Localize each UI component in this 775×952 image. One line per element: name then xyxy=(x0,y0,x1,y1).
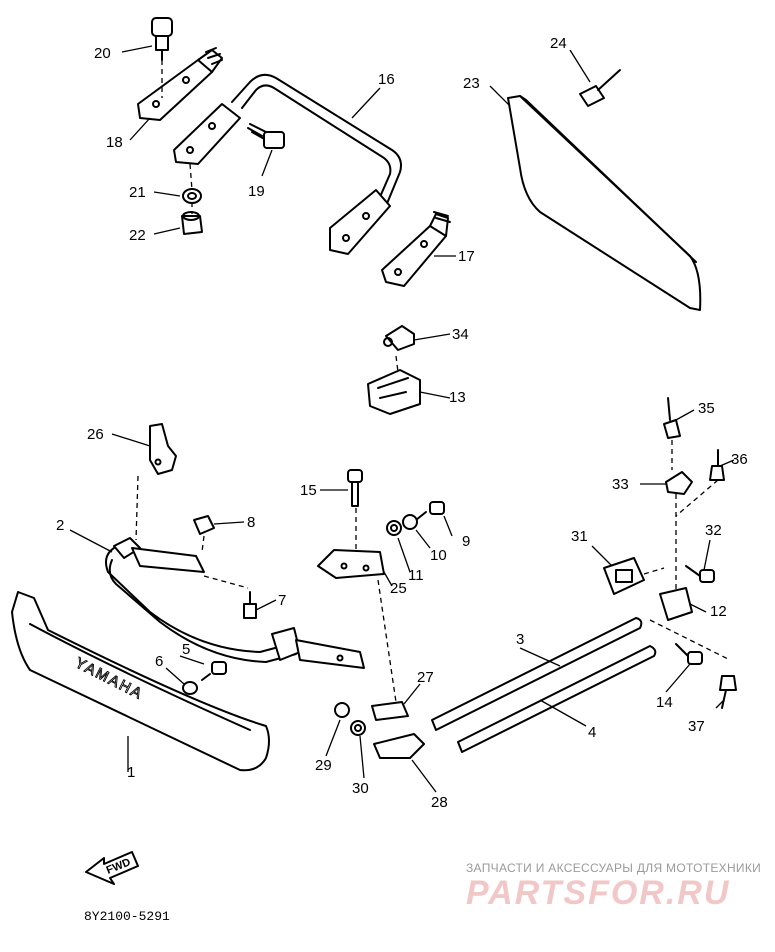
part-label-27: 27 xyxy=(417,669,434,686)
strip-4 xyxy=(457,645,657,753)
bracket-25 xyxy=(317,549,385,579)
tube-2 xyxy=(105,537,365,669)
part-label-19: 19 xyxy=(248,183,265,200)
part-label-6: 6 xyxy=(155,653,163,670)
bracket-17 xyxy=(381,211,451,287)
nut-8 xyxy=(193,515,215,535)
holder-27 xyxy=(371,701,409,721)
bolt-19 xyxy=(247,123,285,149)
part-label-21: 21 xyxy=(129,184,146,201)
part-label-7: 7 xyxy=(278,592,286,609)
bolt-20 xyxy=(151,17,173,61)
plate-23 xyxy=(507,95,702,311)
part-label-30: 30 xyxy=(352,780,369,797)
part-label-34: 34 xyxy=(452,326,469,343)
bolt-7 xyxy=(243,591,257,619)
part-label-25: 25 xyxy=(390,580,407,597)
part-label-24: 24 xyxy=(550,35,567,52)
bolt-32 xyxy=(685,565,715,583)
part-label-28: 28 xyxy=(431,794,448,811)
clamp-13 xyxy=(367,369,421,415)
washer-10 xyxy=(402,514,418,530)
strip-3 xyxy=(431,617,643,731)
cap-34 xyxy=(383,325,415,351)
bracket-26 xyxy=(149,423,177,475)
bolt-9 xyxy=(415,501,445,521)
leader-lines xyxy=(69,45,735,793)
part-label-4: 4 xyxy=(588,724,596,741)
part-label-5: 5 xyxy=(182,641,190,658)
washer-6 xyxy=(182,681,198,695)
bolt-15 xyxy=(347,469,363,507)
part-label-9: 9 xyxy=(462,533,470,550)
bolt-14 xyxy=(675,643,703,665)
part-label-14: 14 xyxy=(656,694,673,711)
watermark: ЗАПЧАСТИ И АКСЕССУАРЫ ДЛЯ МОТОТЕХНИКИ PA… xyxy=(466,861,761,912)
part-label-20: 20 xyxy=(94,45,111,62)
part-label-10: 10 xyxy=(430,547,447,564)
assembly-dashes xyxy=(135,60,731,703)
part-label-2: 2 xyxy=(56,517,64,534)
part-label-12: 12 xyxy=(710,603,727,620)
part-label-33: 33 xyxy=(612,476,629,493)
part-label-17: 17 xyxy=(458,248,475,265)
nut-22 xyxy=(181,211,203,235)
bracket-18 xyxy=(137,47,223,121)
holder-31 xyxy=(603,557,645,595)
part-label-29: 29 xyxy=(315,757,332,774)
watermark-tagline: ЗАПЧАСТИ И АКСЕССУАРЫ ДЛЯ МОТОТЕХНИКИ xyxy=(466,861,761,875)
bracket-12 xyxy=(659,587,693,621)
part-label-1: 1 xyxy=(127,764,135,781)
part-label-26: 26 xyxy=(87,426,104,443)
part-label-16: 16 xyxy=(378,71,395,88)
watermark-logo: PARTSFOR.RU xyxy=(466,874,730,912)
clip-35 xyxy=(663,397,681,439)
part-label-8: 8 xyxy=(247,514,255,531)
part-label-36: 36 xyxy=(731,451,748,468)
fwd-arrow-icon: FWD xyxy=(85,851,139,885)
part-label-11: 11 xyxy=(408,567,424,584)
part-label-15: 15 xyxy=(300,482,317,499)
washer-21 xyxy=(182,188,202,204)
part-labels: 1 2 3 4 5 6 7 8 9 10 11 12 13 14 15 16 1… xyxy=(56,35,748,811)
rivet-36 xyxy=(709,449,725,481)
part-label-35: 35 xyxy=(698,400,715,417)
part-label-23: 23 xyxy=(463,75,480,92)
part-label-18: 18 xyxy=(106,134,123,151)
part-label-31: 31 xyxy=(571,528,588,545)
bracket-16 xyxy=(173,73,402,255)
clip-33 xyxy=(665,471,693,495)
part-label-32: 32 xyxy=(705,522,722,539)
part-label-3: 3 xyxy=(516,631,524,648)
rivet-37 xyxy=(719,675,737,709)
cover-28 xyxy=(373,733,425,759)
washer-30 xyxy=(350,720,366,736)
part-label-22: 22 xyxy=(129,227,146,244)
bolt-5 xyxy=(201,661,227,681)
bumper-1: YAMAHA xyxy=(11,591,270,772)
drawing-code: 8Y2100-5291 xyxy=(84,909,170,924)
washer-11 xyxy=(386,520,402,536)
part-label-37: 37 xyxy=(688,718,705,735)
clip-24 xyxy=(579,69,621,107)
nut-29 xyxy=(334,702,350,718)
part-label-13: 13 xyxy=(449,389,466,406)
